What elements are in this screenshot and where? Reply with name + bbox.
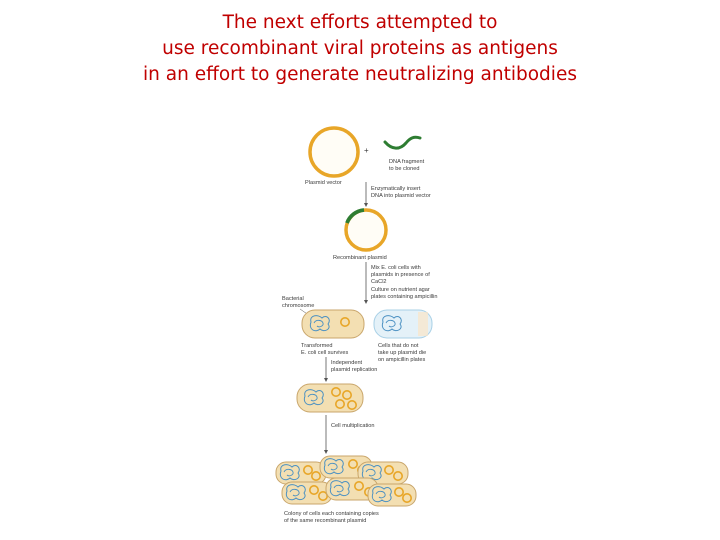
culture-label-2: plates containing ampicillin bbox=[371, 294, 438, 300]
cells-not-label-1: Cells that do not bbox=[378, 343, 419, 349]
title-line-3: in an effort to generate neutralizing an… bbox=[143, 64, 577, 85]
mix-label-3: CaCl2 bbox=[371, 279, 387, 285]
title-line-2: use recombinant viral proteins as antige… bbox=[162, 38, 558, 59]
transformed-label-1: Transformed bbox=[301, 343, 333, 349]
recombinant-insert bbox=[345, 208, 365, 224]
cells-not-label-3: on ampicillin plates bbox=[378, 357, 425, 363]
dna-fragment-label-1: DNA fragment bbox=[389, 159, 425, 165]
cells-not-label-2: take up plasmid die bbox=[378, 350, 426, 356]
plasmid-vector-ring bbox=[308, 126, 360, 178]
cell-multiplication-label: Cell multiplication bbox=[331, 423, 375, 429]
dna-fragment bbox=[383, 135, 422, 150]
independent-label-2: plasmid replication bbox=[331, 367, 377, 373]
mix-label-2: plasmids in presence of bbox=[371, 272, 430, 278]
colony-label-1: Colony of cells each containing copies bbox=[284, 511, 379, 517]
culture-label-1: Culture on nutrient agar bbox=[371, 287, 430, 293]
transformed-cell bbox=[301, 309, 365, 339]
cell-colony bbox=[275, 455, 417, 507]
dna-fragment-label-2: to be cloned bbox=[389, 166, 419, 172]
bacterial-chromosome-label-2: chromosome bbox=[282, 303, 314, 309]
title-line-1: The next efforts attempted to bbox=[222, 12, 498, 33]
replicating-cell bbox=[296, 383, 364, 413]
enzymatic-insert-label-1: Enzymatically insert bbox=[371, 186, 421, 192]
plus-sign: + bbox=[364, 146, 369, 155]
mix-label-1: Mix E. coli cells with bbox=[371, 265, 421, 271]
enzymatic-insert-label-2: DNA into plasmid vector bbox=[371, 193, 431, 199]
recombinant-plasmid-ring bbox=[344, 208, 388, 252]
plasmid-vector-label: Plasmid vector bbox=[305, 180, 342, 186]
untransformed-cell bbox=[373, 309, 433, 339]
colony-label-2: of the same recombinant plasmid bbox=[284, 518, 366, 524]
transformed-label-2: E. coli cell survives bbox=[301, 350, 348, 356]
recombinant-plasmid-label: Recombinant plasmid bbox=[333, 255, 387, 261]
bacterial-chromosome-label-1: Bacterial bbox=[282, 296, 304, 302]
slide-title: The next efforts attempted to use recomb… bbox=[0, 10, 720, 88]
independent-label-1: Independent bbox=[331, 360, 363, 366]
